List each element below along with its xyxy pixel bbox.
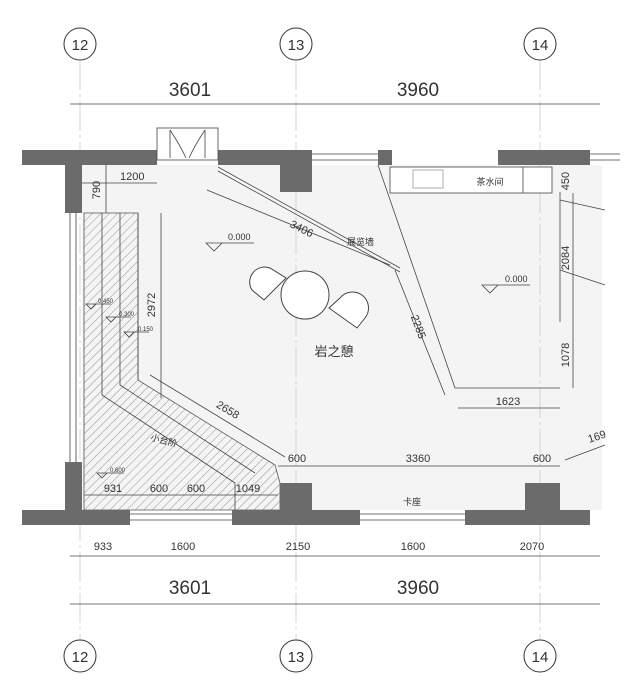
- svg-text:14: 14: [532, 649, 549, 666]
- dim-790: 790: [91, 181, 103, 199]
- dim-1049: 1049: [236, 483, 260, 495]
- dim-600-step2: 600: [187, 483, 205, 495]
- walls: [22, 150, 590, 525]
- svg-text:0.150: 0.150: [138, 327, 154, 333]
- elevation-marker-150: 0.150: [123, 327, 154, 338]
- svg-text:0.300: 0.300: [119, 312, 135, 318]
- svg-text:12: 12: [72, 37, 89, 54]
- axis-bubble-12-top: 12: [63, 27, 97, 61]
- axis-bubble-12-bottom: 12: [63, 639, 97, 673]
- dim-2150: 2150: [286, 541, 310, 553]
- round-table: [280, 270, 330, 320]
- dim-1200: 1200: [120, 171, 144, 183]
- dim-450: 450: [560, 172, 572, 190]
- partition-line: [559, 199, 606, 211]
- svg-text:0.450: 0.450: [98, 299, 114, 305]
- elevation-marker-300: 0.300: [105, 312, 135, 323]
- svg-text:13: 13: [288, 649, 305, 666]
- sink-icon: [412, 169, 444, 189]
- tea-room-partition: [377, 164, 560, 389]
- dim-bottom-3601: 3601: [169, 578, 211, 599]
- axis-bubble-13-top: 13: [279, 27, 313, 61]
- dim-931: 931: [104, 483, 122, 495]
- chair: [249, 266, 287, 301]
- dim-169: 169: [586, 429, 607, 446]
- dim-bottom-3960: 3960: [397, 578, 439, 599]
- elevation-marker-600: 0.600: [96, 468, 126, 479]
- exhibit-wall: [217, 170, 401, 273]
- inner-dimension-lines: [82, 165, 606, 496]
- exhibit-wall-label: 展览墙: [347, 236, 374, 247]
- partition-line: [559, 269, 606, 286]
- dim-1600b: 1600: [401, 541, 425, 553]
- dim-top-3601: 3601: [169, 80, 211, 101]
- svg-text:14: 14: [532, 37, 549, 54]
- svg-text:0.600: 0.600: [110, 468, 126, 474]
- booth-label: 卡座: [403, 496, 421, 507]
- elevation-marker-450: 0.450: [85, 299, 114, 310]
- dim-2084: 2084: [560, 246, 572, 270]
- tea-counter: [389, 166, 553, 194]
- dim-600-left: 600: [288, 453, 306, 465]
- chair: [328, 291, 369, 329]
- tea-room-label: 茶水间: [476, 176, 503, 187]
- dim-3360: 3360: [406, 453, 430, 465]
- elevation-marker-main: 0.000: [205, 232, 254, 252]
- dim-600-right: 600: [533, 453, 551, 465]
- svg-text:12: 12: [72, 649, 89, 666]
- dim-1078: 1078: [560, 343, 572, 367]
- dim-600-step1: 600: [150, 483, 168, 495]
- svg-text:13: 13: [288, 37, 305, 54]
- axis-bubble-14-top: 14: [523, 27, 557, 61]
- svg-text:0.000: 0.000: [228, 232, 251, 242]
- windows: [69, 153, 620, 521]
- dim-top-3960: 3960: [397, 80, 439, 101]
- dim-1623: 1623: [496, 396, 520, 408]
- table-and-chairs: [249, 266, 369, 329]
- axis-bubble-13-bottom: 13: [279, 639, 313, 673]
- dim-2070: 2070: [520, 541, 544, 553]
- dim-933: 933: [94, 541, 112, 553]
- elevation-marker-tea: 0.000: [481, 274, 530, 294]
- step-edge: [119, 213, 256, 474]
- axis-bubble-14-bottom: 14: [523, 639, 557, 673]
- svg-text:0.000: 0.000: [505, 274, 528, 284]
- dim-1600a: 1600: [171, 541, 195, 553]
- entrance-door[interactable]: [156, 127, 219, 161]
- room-name-label: 岩之憩: [314, 344, 353, 359]
- exhibit-wall: [217, 166, 401, 269]
- dim-2972: 2972: [146, 293, 158, 317]
